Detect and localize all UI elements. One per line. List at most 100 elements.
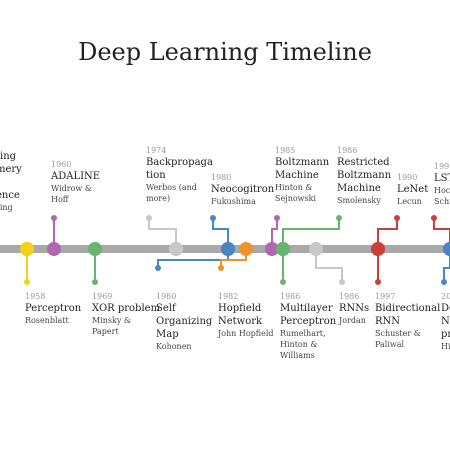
event-name: Perceptron: [280, 316, 337, 327]
event-connector: [148, 218, 177, 249]
connector-end-dot: [274, 215, 280, 221]
connector-end-dot: [336, 215, 342, 221]
event-name: Self: [156, 303, 176, 314]
connector-end-dot: [280, 279, 286, 285]
event-name: Network: [218, 316, 263, 327]
event-marker: [443, 242, 450, 256]
event-year: 1997: [375, 292, 396, 301]
event-marker: [276, 242, 290, 256]
event-authors: Kohonen: [156, 342, 192, 351]
event-authors: Smolensky: [337, 196, 381, 205]
connector-end-dot: [339, 279, 345, 285]
event-authors: Jordan: [339, 316, 366, 325]
event-name: Organizing: [156, 316, 213, 327]
event-year: 1960: [51, 160, 72, 169]
event-name: Neocogitron: [211, 184, 275, 195]
event-year: 1985: [275, 146, 296, 155]
event-name: Restricted: [337, 157, 390, 168]
event-connector: [271, 218, 278, 249]
event-authors: Hinton &: [275, 183, 313, 192]
event-year: 1980: [156, 292, 177, 301]
event-authors: Paliwal: [375, 340, 405, 349]
event-authors: Lecun: [397, 197, 422, 206]
event-name: Boltzmann: [337, 170, 392, 181]
connector-end-dot: [146, 215, 152, 221]
connector-end-dot: [51, 215, 57, 221]
event-name: LST: [434, 173, 450, 184]
page-title: Deep Learning Timeline: [78, 38, 372, 66]
event-name: mery: [0, 164, 22, 175]
event-connector: [433, 218, 450, 249]
event-year: 1958: [25, 292, 46, 301]
event-marker: [47, 242, 61, 256]
event-name: [0, 176, 22, 189]
event-authors: Williams: [280, 351, 315, 360]
event-authors: Sejnowski: [275, 194, 317, 203]
event-authors: more): [146, 194, 171, 203]
event-marker: [88, 242, 102, 256]
event-year: 1986: [337, 146, 358, 155]
event-year: 1990: [397, 173, 418, 182]
event-authors: Fukushima: [211, 197, 256, 206]
event-year: 1986: [280, 292, 301, 301]
event-name: Ne: [441, 316, 450, 327]
event-authors: Minsky &: [92, 316, 132, 325]
event-marker: [20, 242, 34, 256]
event-year: 1969: [92, 292, 113, 301]
event-marker: [221, 242, 235, 256]
event-year: 1980: [211, 173, 232, 182]
event-name: RNNs: [339, 303, 370, 314]
event-name: Multilayer: [280, 303, 333, 314]
event-connector: [443, 249, 450, 282]
event-label: ting mery ence ring: [0, 140, 22, 213]
event-authors: Hinton &: [280, 340, 318, 349]
event-name: Machine: [275, 170, 319, 181]
event-authors: Werbos (and: [146, 183, 197, 192]
connector-end-dot: [431, 215, 437, 221]
event-year: 1982: [218, 292, 239, 301]
connector-end-dot: [218, 265, 224, 271]
event-marker: [239, 242, 253, 256]
event-name: ting: [0, 151, 17, 162]
event-authors: Rosenblatt: [25, 316, 69, 325]
connector-end-dot: [155, 265, 161, 271]
event-authors: ring: [0, 203, 13, 212]
event-name: ence: [0, 190, 20, 201]
event-authors: Hoc: [434, 186, 450, 195]
event-name: Boltzmann: [275, 157, 330, 168]
event-name: tion: [146, 170, 166, 181]
event-name: De: [441, 303, 450, 314]
connector-end-dot: [210, 215, 216, 221]
event-marker: [169, 242, 183, 256]
event-name: Backpropaga: [146, 157, 213, 168]
event-name: XOR problem: [92, 303, 161, 314]
event-name: Hopfield: [218, 303, 262, 314]
event-authors: Schm: [434, 197, 450, 206]
event-authors: Rumelhart,: [280, 329, 326, 338]
event-marker: [265, 242, 279, 256]
event-connector: [377, 218, 398, 249]
connector-end-dot: [375, 279, 381, 285]
event-marker: [371, 242, 385, 256]
event-name: pr: [441, 329, 450, 340]
event-label: 1997LSTHocSchm: [434, 162, 450, 207]
event-connector: [315, 249, 343, 282]
event-year: 20: [441, 292, 450, 301]
connector-end-dot: [441, 279, 447, 285]
event-connector: [212, 218, 229, 249]
connector-end-dot: [24, 279, 30, 285]
event-authors: John Hopfield: [218, 329, 274, 338]
event-authors: Hi: [441, 342, 450, 351]
